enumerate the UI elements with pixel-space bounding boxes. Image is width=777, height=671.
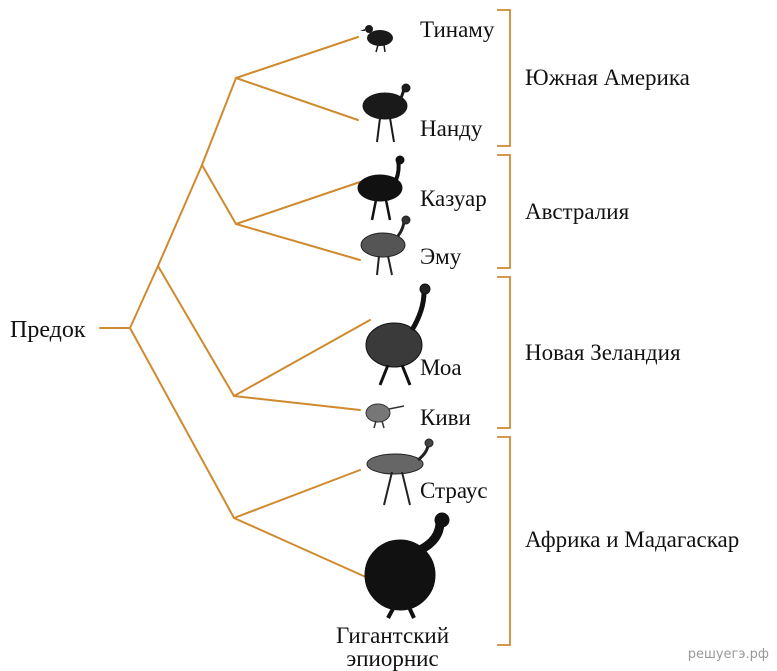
root-label: Предок [10,317,86,343]
species-label-emu: Эму [420,244,462,269]
straus-icon [366,438,434,506]
nandu-icon [362,83,411,143]
region-label-africa: Африка и Мадагаскар [525,527,740,552]
species-label-tinamu: Тинаму [420,17,495,42]
branch-straus [233,469,361,519]
tree-branches [99,36,371,579]
branch-kazuar [235,181,361,225]
tinamu-icon [360,25,393,53]
species-label-straus: Страус [420,478,488,503]
kazuar-icon [357,155,405,221]
species-label-kazuar: Казуар [420,186,487,211]
branch-tinamu [235,36,359,79]
species-label-epiornis: Гигантский эпиорнис [336,624,449,670]
emu-icon [360,215,411,276]
branch-nandu [235,77,359,121]
kivi-icon [365,403,405,429]
region-label-australia: Австралия [525,199,630,224]
branch-epiornis [233,517,369,579]
species-label-moa: Моа [420,355,462,380]
bracket-australia [497,154,511,269]
bracket-africa [497,436,511,646]
epiornis-icon [364,512,450,619]
moa-icon [365,283,431,386]
species-label-nandu: Нанду [420,116,483,141]
species-label-epiornis-line2: эпиорнис [346,646,439,671]
region-label-new-zealand: Новая Зеландия [525,340,681,365]
bracket-new-zealand [497,276,511,429]
region-brackets [497,9,511,646]
species-label-kivi: Киви [420,405,471,430]
branch-moa [233,319,371,397]
bracket-south-america [497,9,511,147]
branch-emu [235,223,361,261]
region-label-south-america: Южная Америка [525,65,690,90]
watermark: решуегэ.рф [687,647,769,662]
species-label-epiornis-line1: Гигантский [336,623,450,648]
branch-kivi [233,395,361,411]
